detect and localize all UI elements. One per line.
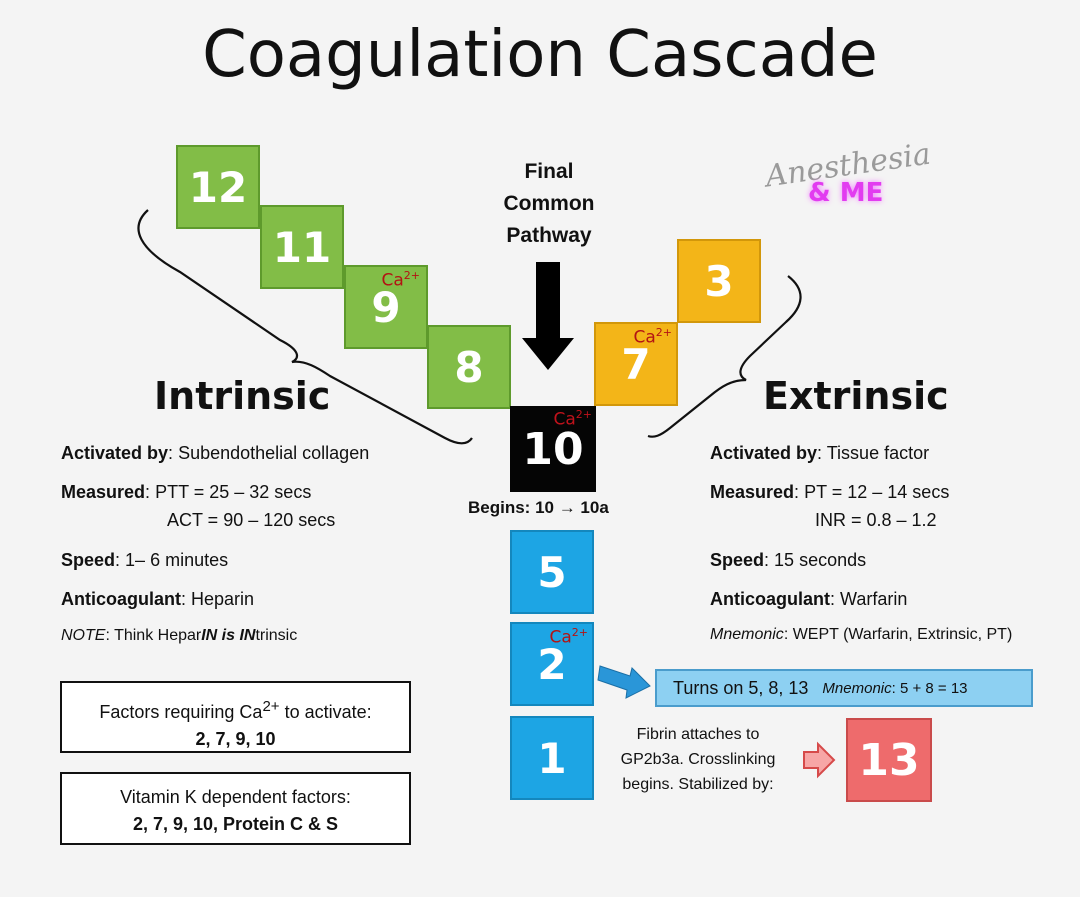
factor-10-box: 10 Ca2+ bbox=[510, 406, 596, 492]
factor-10-label: 10 bbox=[522, 423, 584, 475]
intrinsic-activated: Activated by: Subendothelial collagen bbox=[61, 443, 370, 463]
page-title: Coagulation Cascade bbox=[202, 18, 878, 92]
stabilized-arrow bbox=[803, 741, 836, 779]
intrinsic-anticoagulant: Anticoagulant: Heparin bbox=[61, 589, 255, 609]
begins-label: Begins: 10 → 10a bbox=[468, 498, 609, 517]
calcium-tag: Ca2+ bbox=[381, 269, 420, 291]
intrinsic-note: NOTE: Think HeparIN is INtrinsic bbox=[61, 627, 298, 644]
turns-on-text: Turns on 5, 8, 13 bbox=[673, 677, 809, 698]
extrinsic-mnemonic: Mnemonic: WEPT (Warfarin, Extrinsic, PT) bbox=[710, 626, 1013, 643]
factor-3-box: 3 bbox=[677, 239, 761, 323]
turns-on-box: Turns on 5, 8, 13 Mnemonic: 5 + 8 = 13 bbox=[655, 669, 1033, 707]
intrinsic-speed: Speed: 1– 6 minutes bbox=[61, 550, 229, 570]
factor-9-box: 9 Ca2+ bbox=[344, 265, 428, 349]
factor-12-box: 12 bbox=[176, 145, 260, 229]
vitamin-k-box: Vitamin K dependent factors: 2, 7, 9, 10… bbox=[60, 772, 411, 845]
calcium-tag: Ca2+ bbox=[633, 326, 672, 348]
factor-13-box: 13 bbox=[846, 718, 932, 802]
intrinsic-measured: Measured: PTT = 25 – 32 secs bbox=[61, 482, 312, 502]
intrinsic-heading: Intrinsic bbox=[154, 374, 331, 418]
factor-11-box: 11 bbox=[260, 205, 344, 289]
extrinsic-brace bbox=[647, 275, 802, 438]
factor-8-box: 8 bbox=[427, 325, 511, 409]
factor-7-label: 7 bbox=[621, 339, 651, 389]
turns-on-arrow bbox=[597, 665, 651, 699]
extrinsic-heading: Extrinsic bbox=[763, 374, 949, 418]
extrinsic-speed: Speed: 15 seconds bbox=[710, 550, 867, 570]
factor-2-label: 2 bbox=[537, 639, 567, 689]
factor-5-box: 5 bbox=[510, 530, 594, 614]
calcium-tag: Ca2+ bbox=[549, 626, 588, 648]
extrinsic-activated: Activated by: Tissue factor bbox=[710, 443, 930, 463]
turns-on-mnemonic: Mnemonic: 5 + 8 = 13 bbox=[822, 679, 968, 697]
factor-7-box: 7 Ca2+ bbox=[594, 322, 678, 406]
extrinsic-measured-inr: INR = 0.8 – 1.2 bbox=[815, 510, 937, 530]
final-pathway-arrow bbox=[522, 262, 574, 370]
factor-2-box: 2 Ca2+ bbox=[510, 622, 594, 706]
factor-9-label: 9 bbox=[371, 282, 401, 332]
extrinsic-measured: Measured: PT = 12 – 14 secs bbox=[710, 482, 950, 502]
logo-me: & ME bbox=[808, 178, 884, 208]
calcium-tag: Ca2+ bbox=[553, 408, 592, 430]
factor-1-box: 1 bbox=[510, 716, 594, 800]
fibrin-text: Fibrin attaches to GP2b3a. Crosslinking … bbox=[620, 726, 776, 793]
calcium-factors-box: Factors requiring Ca2+ to activate: 2, 7… bbox=[60, 681, 411, 753]
intrinsic-measured-act: ACT = 90 – 120 secs bbox=[167, 510, 336, 530]
extrinsic-anticoagulant: Anticoagulant: Warfarin bbox=[710, 589, 908, 609]
intrinsic-brace bbox=[137, 209, 473, 445]
final-common-pathway-label: Final Common Pathway bbox=[503, 160, 595, 247]
